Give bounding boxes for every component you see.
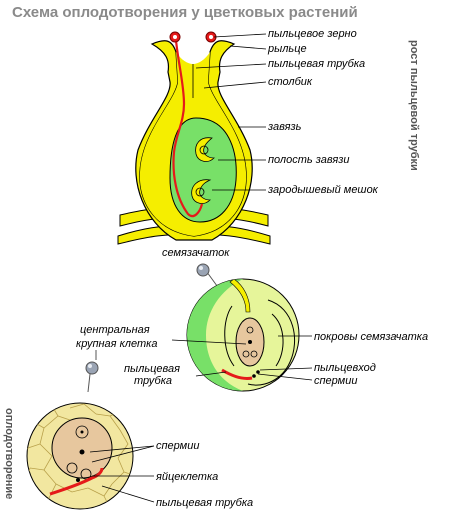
label-pollen-tube-mid-2: трубка: [134, 375, 172, 387]
magnifier-icon-bottom: [85, 350, 99, 393]
label-style: столбик: [268, 76, 313, 88]
label-central-cell-1: центральная: [80, 324, 150, 336]
pistil: [117, 31, 271, 245]
magnifier-icon-top: [196, 263, 221, 291]
pollen-tube-top: [172, 39, 204, 218]
ovary-cavity: [169, 117, 237, 223]
label-embryo-sac-top: зародышевый мешок: [267, 184, 379, 196]
label-egg-cell: яйцеклетка: [155, 471, 218, 483]
label-micropyle: пыльцевход: [314, 362, 376, 374]
label-sperm-bottom: спермии: [156, 440, 199, 452]
leader-lines-mid: [171, 335, 313, 381]
leader-lines-bottom: [89, 445, 155, 503]
label-ovary-cavity: полость завязи: [268, 154, 349, 166]
side-caption-right: рост пыльцевой трубки: [408, 40, 420, 171]
label-ovary: завязь: [267, 121, 302, 133]
pollen-tube-bottom: [49, 467, 104, 496]
label-pollen-tube-top: пыльцевая трубка: [268, 58, 365, 70]
label-pollen-tube-bottom: пыльцевая трубка: [156, 497, 253, 509]
leader-lines-top: [195, 33, 267, 191]
label-sperm-mid: спермии: [314, 375, 357, 387]
diagram-title: Схема оплодотворения у цветковых растени…: [12, 4, 358, 21]
label-ovule: семязачаток: [162, 247, 230, 259]
ovule-enlarged: [186, 278, 300, 392]
pollen-tube-mid: [221, 368, 253, 380]
label-pollen-tube-mid-1: пыльцевая: [124, 363, 180, 375]
label-stigma: рыльце: [267, 43, 307, 55]
side-caption-left: оплодотворение: [3, 408, 15, 499]
label-central-cell-2: крупная клетка: [76, 338, 157, 350]
embryo-sac-enlarged: [26, 402, 134, 510]
label-integuments: покровы семязачатка: [314, 331, 428, 343]
label-pollen-grain: пыльцевое зерно: [268, 28, 357, 40]
